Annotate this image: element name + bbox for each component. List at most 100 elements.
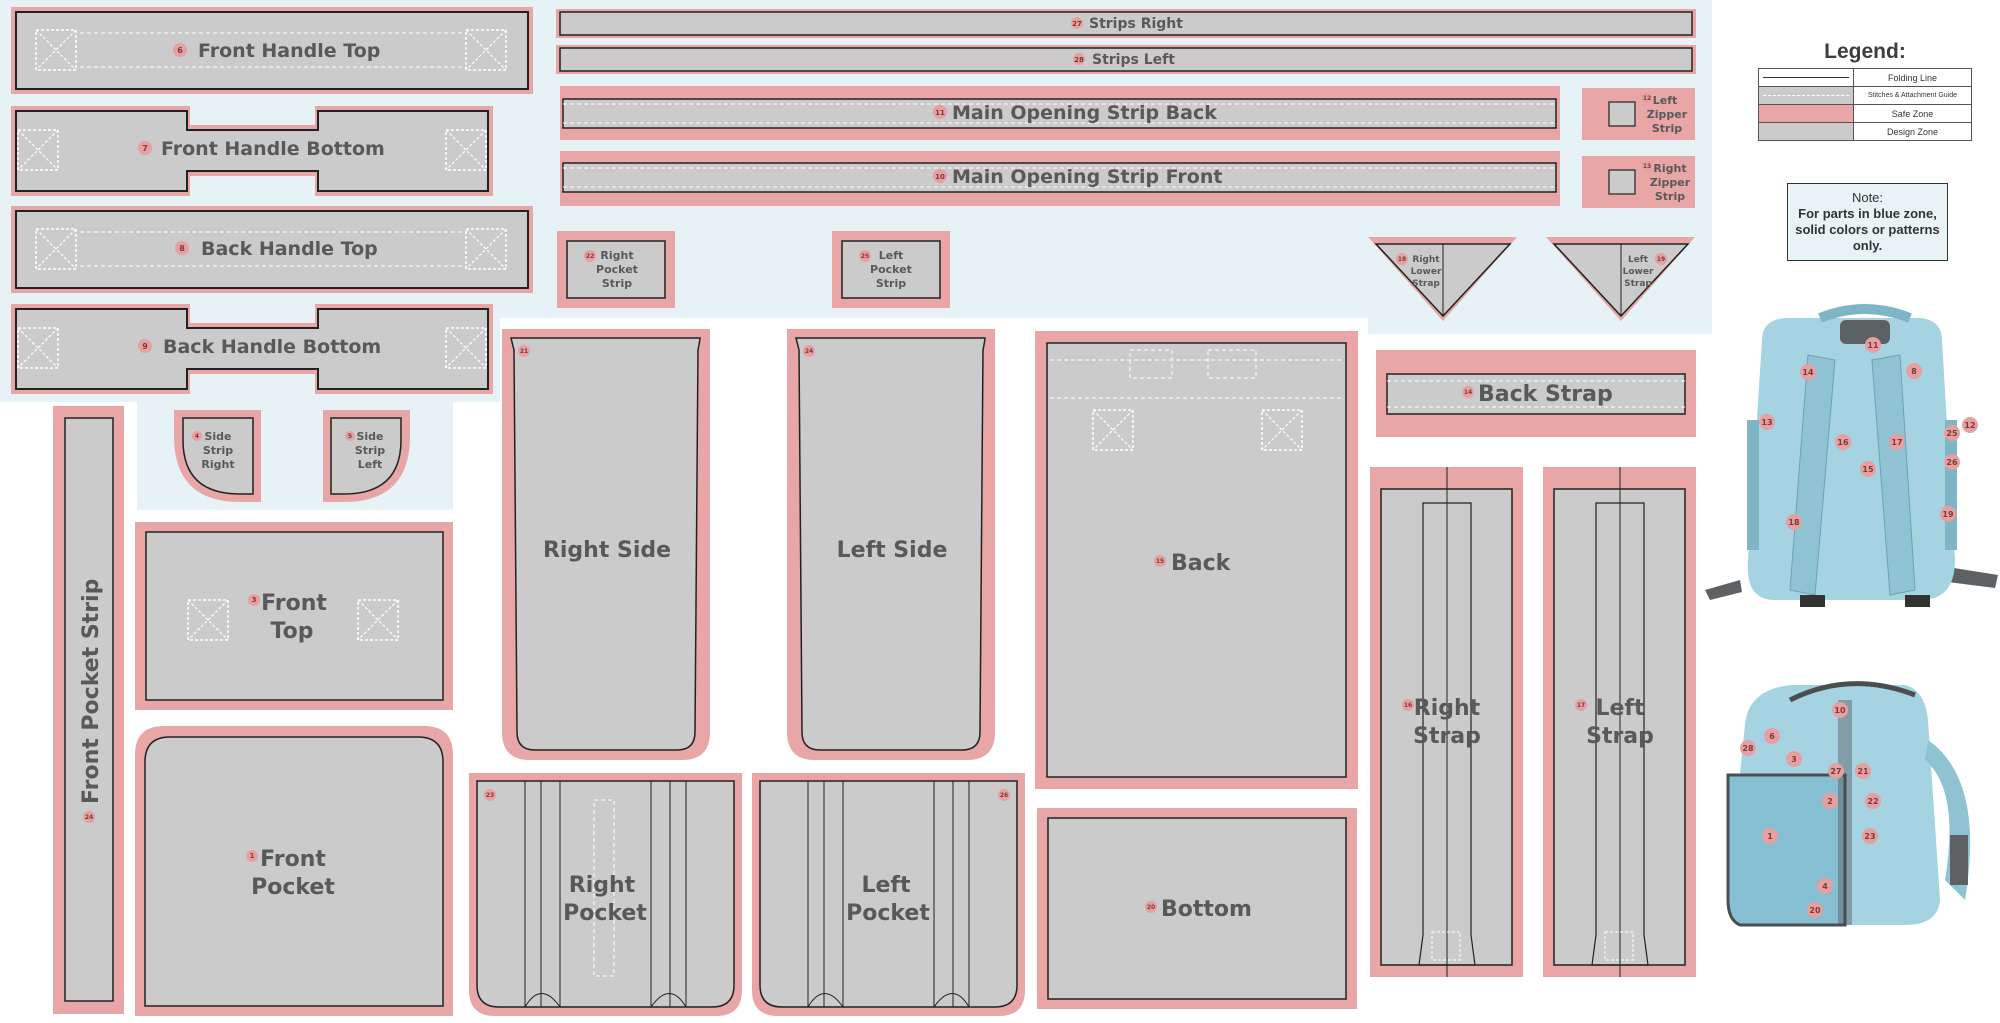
folding-line-swatch xyxy=(1758,68,1854,87)
part-number-text: 14 xyxy=(1464,389,1472,396)
svg-text:25: 25 xyxy=(1946,429,1958,438)
part-number-19 xyxy=(1655,253,1667,265)
part-number-text: 16 xyxy=(1404,702,1412,709)
part-number-text: 4 xyxy=(195,433,199,440)
part-number-text: 9 xyxy=(142,342,148,351)
part-number-27 xyxy=(1071,17,1083,29)
part-number-text: 12 xyxy=(1643,95,1651,102)
part-strips-right: 27 Strips Right xyxy=(556,9,1696,38)
part-number-6 xyxy=(173,43,187,57)
svg-text:20: 20 xyxy=(1809,906,1821,915)
part-number-text: 10 xyxy=(935,173,945,181)
part-number-1 xyxy=(246,850,258,862)
legend-label: Safe Zone xyxy=(1853,104,1972,123)
part-front-pocket-strip: 24 Front Pocket Strip xyxy=(53,406,124,1014)
svg-text:3: 3 xyxy=(1791,755,1797,764)
legend-row-safe-zone: Safe Zone xyxy=(1758,104,1972,123)
svg-text:16: 16 xyxy=(1837,438,1849,447)
part-label: Front Handle Bottom xyxy=(161,138,385,160)
part-number-5 xyxy=(345,431,355,441)
part-number-text: 6 xyxy=(177,46,183,55)
part-bottom: 20 Bottom xyxy=(1037,808,1357,1009)
part-number-text: 23 xyxy=(486,792,494,799)
part-right-side: 21 Right Side xyxy=(502,329,710,760)
part-label: Main Opening Strip Back xyxy=(952,102,1217,124)
part-label: Strips Left xyxy=(1092,52,1175,68)
part-number-text: 5 xyxy=(348,433,352,440)
part-label: Front Handle Top xyxy=(198,40,380,62)
svg-text:4: 4 xyxy=(1822,882,1828,891)
part-number-15 xyxy=(1154,555,1166,567)
safe-zone-swatch xyxy=(1758,104,1854,123)
part-number-text: 24 xyxy=(805,348,813,355)
note-text: For parts in blue zone, solid colors or … xyxy=(1795,206,1940,253)
part-label: Front Pocket Strip xyxy=(79,579,104,804)
part-front-handle-top: 6 Front Handle Top xyxy=(11,7,533,94)
back-view-markers: 11 14 8 13 12 16 17 25 15 26 18 19 xyxy=(1759,337,1978,530)
part-label: Left Side xyxy=(837,538,948,563)
svg-text:17: 17 xyxy=(1891,438,1902,447)
part-number-26 xyxy=(998,789,1010,801)
svg-text:2: 2 xyxy=(1827,797,1833,806)
part-number-text: 3 xyxy=(252,596,257,604)
part-number-17 xyxy=(1575,699,1587,711)
svg-text:22: 22 xyxy=(1867,797,1878,806)
stitch-guide-swatch xyxy=(1758,86,1854,105)
legend-table: Folding Line Stitches & Attachment Guide… xyxy=(1758,68,1972,141)
svg-text:26: 26 xyxy=(1946,458,1958,467)
part-number-text: 15 xyxy=(1156,558,1164,565)
svg-text:1: 1 xyxy=(1767,832,1773,841)
part-number-text: 27 xyxy=(1072,20,1082,28)
part-number-18 xyxy=(1396,253,1408,265)
part-label: Back Handle Top xyxy=(201,238,378,260)
svg-text:12: 12 xyxy=(1964,421,1975,430)
part-number-text: 19 xyxy=(1657,256,1665,263)
svg-text:19: 19 xyxy=(1942,510,1954,519)
legend-label: Folding Line xyxy=(1853,68,1972,87)
part-number-text: 26 xyxy=(1000,792,1008,799)
part-front-handle-bottom: 7 Front Handle Bottom xyxy=(11,106,493,196)
part-number-text: 13 xyxy=(1643,163,1651,170)
legend-row-design-zone: Design Zone xyxy=(1758,122,1972,141)
part-number-24 xyxy=(83,811,95,823)
legend-row-stitch-guide: Stitches & Attachment Guide xyxy=(1758,86,1972,105)
part-label: Right Side xyxy=(543,538,671,563)
legend-row-folding-line: Folding Line xyxy=(1758,68,1972,87)
svg-text:6: 6 xyxy=(1769,732,1775,741)
part-label: Bottom xyxy=(1161,897,1252,922)
part-number-3 xyxy=(248,594,260,606)
part-number-24-side xyxy=(803,345,815,357)
legend-label: Design Zone xyxy=(1853,122,1972,141)
part-number-13 xyxy=(1642,161,1652,171)
part-number-23 xyxy=(484,789,496,801)
part-back-handle-bottom: 9 Back Handle Bottom xyxy=(11,304,493,394)
part-number-11 xyxy=(933,105,947,119)
note-title: Note: xyxy=(1851,190,1884,205)
part-number-text: 25 xyxy=(861,253,869,260)
legend: Legend: Folding Line Stitches & Attachme… xyxy=(1755,40,1975,141)
legend-label: Stitches & Attachment Guide xyxy=(1853,86,1972,105)
svg-text:15: 15 xyxy=(1862,465,1874,474)
svg-text:23: 23 xyxy=(1864,832,1875,841)
svg-text:8: 8 xyxy=(1911,367,1917,376)
part-number-text: 7 xyxy=(142,144,148,153)
part-number-28 xyxy=(1073,53,1085,65)
part-back-handle-top: 8 Back Handle Top xyxy=(11,206,533,293)
part-number-text: 22 xyxy=(586,253,594,260)
part-number-text: 1 xyxy=(250,852,255,860)
